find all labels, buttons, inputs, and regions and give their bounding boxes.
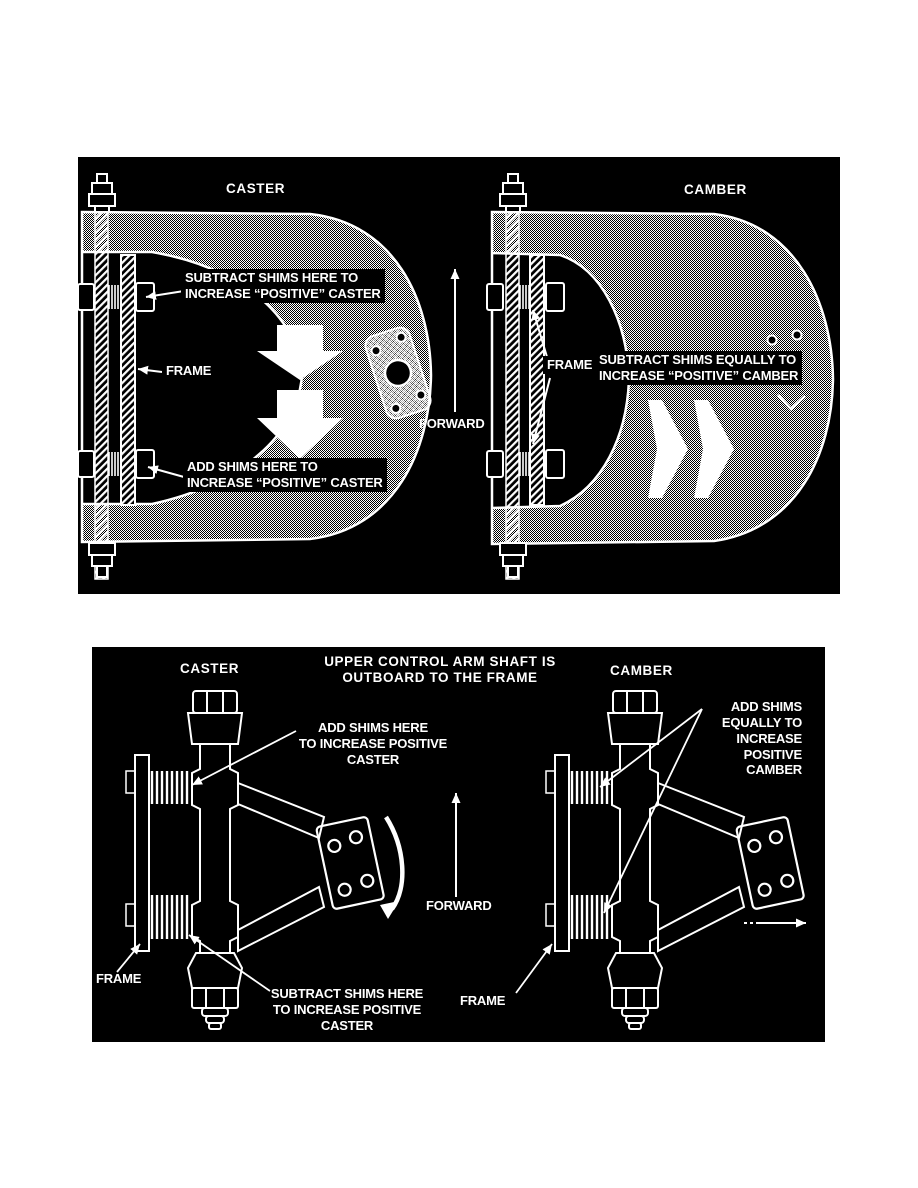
camber-upper-shims (570, 771, 609, 804)
camber-frame-plate (529, 254, 545, 506)
camber-title: CAMBER (610, 663, 673, 678)
camber-upper-shim-stack (486, 282, 565, 312)
caster-arm-line-drawing (116, 690, 405, 1030)
caster-arm-lower-leg (237, 885, 326, 953)
shaft-nut-bottom (499, 542, 527, 578)
shaft-nut-top (88, 173, 116, 213)
caster-lower-shim-stack (78, 449, 155, 479)
forward-label-bottom: FORWARD (426, 898, 492, 913)
caster-frame-plate (120, 254, 136, 506)
camber-frame-plate (554, 754, 570, 952)
caster-upper-shims (150, 771, 189, 804)
caster-frame-label: FRAME (162, 362, 216, 380)
caster-upper-shim-stack (78, 282, 155, 312)
caster-title: CASTER (180, 661, 240, 676)
camber-frame-label: FRAME (460, 993, 506, 1008)
camber-lower-shim-stack (486, 449, 565, 479)
camber-add-shims-label: ADD SHIMS EQUALLY TO INCREASE POSITIVE C… (721, 699, 802, 778)
figure-bottom-panel: UPPER CONTROL ARM SHAFT IS OUTBOARD TO T… (92, 647, 825, 1042)
camber-leader-lines (515, 708, 703, 994)
camber-bracket-plate (735, 816, 805, 910)
camber-title: CAMBER (684, 182, 747, 197)
caster-control-arm-drawing (78, 173, 433, 580)
caster-arm-upper-leg (237, 781, 326, 840)
caster-leader-lines (116, 730, 297, 992)
camber-arm-upper-leg (657, 781, 746, 840)
caster-leader-arrows (137, 290, 185, 478)
camber-shift-right-arrows-icon (648, 400, 734, 498)
caster-title: CASTER (226, 181, 286, 196)
camber-arm-line-drawing (515, 690, 806, 1030)
camber-arm-lower-leg (657, 885, 746, 953)
caster-add-shims-label: ADD SHIMS HERE TO INCREASE POSITIVE CAST… (298, 720, 448, 767)
caster-subtract-shims-label: SUBTRACT SHIMS HERE TO INCREASE “POSITIV… (181, 269, 385, 303)
caster-add-shims-label: ADD SHIMS HERE TO INCREASE “POSITIVE” CA… (183, 458, 387, 492)
caster-rotation-arrow-icon (380, 815, 405, 919)
caster-bracket-plate (315, 816, 385, 910)
forward-label-top: FORWARD (419, 416, 485, 431)
caster-shift-down-arrows-icon (257, 325, 343, 459)
caster-flange-plate (364, 326, 432, 420)
bottom-figure-title: UPPER CONTROL ARM SHAFT IS OUTBOARD TO T… (324, 654, 556, 686)
caster-shaft (186, 690, 244, 954)
figure-bottom-drawing (116, 690, 806, 1030)
camber-flange-plate (766, 329, 806, 411)
figure-top-panel: CASTER CAMBER SUBTRACT SHIMS HERE TO INC… (78, 157, 840, 594)
caster-subtract-shims-label: SUBTRACT SHIMS HERE TO INCREASE POSITIVE… (270, 986, 424, 1033)
camber-lower-shims (570, 895, 609, 939)
camber-frame-label: FRAME (543, 356, 597, 374)
caster-frame-label: FRAME (96, 971, 142, 986)
caster-lower-shims (150, 895, 189, 939)
camber-subtract-shims-label: SUBTRACT SHIMS EQUALLY TO INCREASE “POSI… (595, 351, 803, 385)
shaft-nut-top (499, 173, 527, 213)
shaft-nut-bottom (88, 542, 116, 578)
caster-frame-plate (134, 754, 150, 952)
caster-ball-joint (186, 952, 244, 1030)
camber-ball-joint (606, 952, 664, 1030)
camber-shaft (606, 690, 664, 954)
